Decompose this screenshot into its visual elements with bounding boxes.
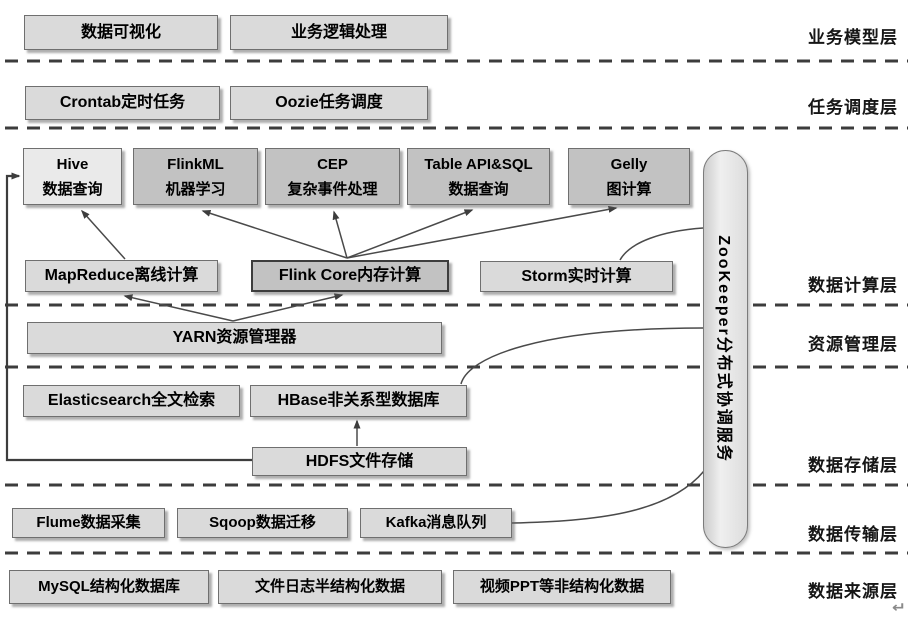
node-kafka: Kafka消息队列 [360,508,512,538]
node-unstructured: 视频PPT等非结构化数据 [453,570,671,604]
node-crontab: Crontab定时任务 [25,86,220,120]
layer-label-business: 业务模型层 [808,28,898,47]
node-label: 数据可视化 [80,23,161,41]
node-label: MapReduce离线计算 [44,267,199,285]
connector-mapreduce-to-hive [80,209,126,260]
node-label-line2: 数据查询 [42,180,103,198]
zookeeper-label: ZooKeeper分布式协调服务 [714,235,732,463]
connector-yarn-to-mapreduce [123,294,234,322]
layer-label-resource: 资源管理层 [808,335,898,354]
node-mapreduce: MapReduce离线计算 [25,260,218,292]
node-label: Sqoop数据迁移 [209,514,316,531]
node-elasticsearch: Elasticsearch全文检索 [23,385,240,417]
layer-label-computing: 数据计算层 [808,276,898,295]
layer-label-source: 数据来源层 [808,582,898,601]
node-label-line1: Gelly [610,155,648,173]
node-label-line2: 机器学习 [165,180,226,198]
connector-zookeeper-to-hbase [460,327,704,385]
connector-flinkcore-to-gelly [346,205,618,259]
connector-flinkcore-to-tableapi [346,209,474,259]
layer-label-scheduling: 任务调度层 [808,98,898,117]
connector-flinkcore-to-flinkml [201,209,348,259]
node-label: HDFS文件存储 [305,452,414,470]
connector-hdfs-to-hive [5,172,252,462]
node-label: Elasticsearch全文检索 [47,392,216,410]
node-yarn: YARN资源管理器 [27,322,442,354]
node-label: Flink Core内存计算 [278,267,422,285]
node-business-logic: 业务逻辑处理 [230,15,448,50]
node-sqoop: Sqoop数据迁移 [177,508,348,538]
node-oozie: Oozie任务调度 [230,86,428,120]
return-mark: ↵ [891,599,906,615]
node-label: 文件日志半结构化数据 [254,578,405,595]
node-hdfs: HDFS文件存储 [252,447,467,476]
node-storm: Storm实时计算 [480,261,673,292]
node-label-line2: 复杂事件处理 [287,180,378,198]
node-label: Storm实时计算 [521,267,632,285]
node-label: Kafka消息队列 [385,514,487,531]
layer-separators [5,59,908,555]
node-label-line2: 图计算 [606,180,652,198]
node-label: 视频PPT等非结构化数据 [479,578,645,595]
node-label: Crontab定时任务 [59,94,186,112]
node-hbase: HBase非关系型数据库 [250,385,467,417]
node-label-line1: FlinkML [167,155,224,173]
layer-label-storage: 数据存储层 [808,456,898,475]
connector-yarn-to-flinkcore [232,293,344,322]
node-flinkml: FlinkML 机器学习 [133,148,258,205]
node-label: HBase非关系型数据库 [277,392,440,410]
node-data-visualization: 数据可视化 [24,15,218,50]
node-flink-core: Flink Core内存计算 [251,260,449,292]
node-label-line1: Hive [56,155,89,173]
node-label: Oozie任务调度 [275,94,383,112]
node-label: Flume数据采集 [36,514,141,531]
connector-zookeeper-to-kafka [511,470,705,524]
node-semi-structured: 文件日志半结构化数据 [218,570,442,604]
node-label: 业务逻辑处理 [290,23,387,41]
connector-zookeeper-to-storm [619,227,704,261]
node-cep: CEP 复杂事件处理 [265,148,400,205]
node-flume: Flume数据采集 [12,508,165,538]
layer-label-transmission: 数据传输层 [808,525,898,544]
zookeeper-bar: ZooKeeper分布式协调服务 [703,150,748,548]
node-label-line1: CEP [317,155,348,173]
node-label: YARN资源管理器 [172,329,297,347]
connector-flinkcore-to-cep [332,210,348,259]
node-label-line2: 数据查询 [448,180,509,198]
node-gelly: Gelly 图计算 [568,148,690,205]
node-hive: Hive 数据查询 [23,148,122,205]
node-table-api-sql: Table API&SQL 数据查询 [407,148,550,205]
node-mysql: MySQL结构化数据库 [9,570,209,604]
node-label-line1: Table API&SQL [424,155,533,173]
node-label: MySQL结构化数据库 [38,578,180,595]
